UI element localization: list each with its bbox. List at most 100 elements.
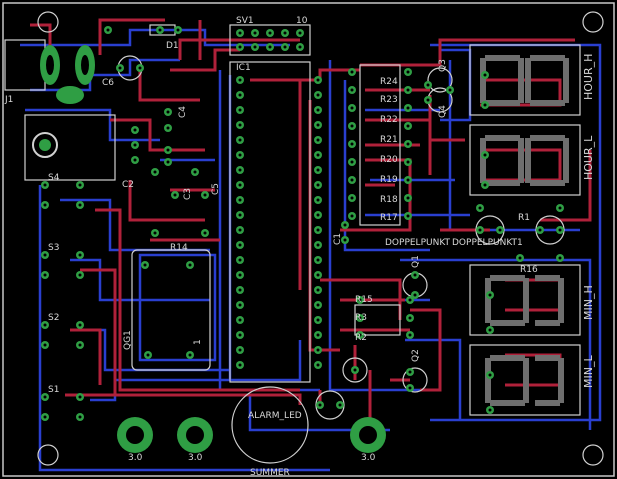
label-s2: S2 <box>48 313 59 323</box>
pad-hole <box>118 66 122 70</box>
pad-hole <box>343 238 347 242</box>
pad-hole <box>268 45 272 49</box>
pad-hole <box>316 318 320 322</box>
pad-hole <box>350 178 354 182</box>
pad-hole <box>488 373 492 377</box>
pad-hole <box>408 298 412 302</box>
digit-hour-l-segments <box>480 135 569 186</box>
pad-hole <box>406 196 410 200</box>
c1-outline <box>342 357 368 383</box>
pad-hole <box>43 273 47 277</box>
pad-hole <box>316 303 320 307</box>
silkscreen-labels: SV1 10 D1 IC1 J1 C6 C4 C2 C3 C5 C1 S4 S3… <box>4 16 595 478</box>
digit-min-l-segments <box>485 355 564 406</box>
pad-hole <box>166 110 170 114</box>
label-doppelpunkt1: DOPPELPUNKT1 <box>452 238 523 248</box>
pad-hole <box>238 198 242 202</box>
summer-outline <box>231 386 309 464</box>
pad-hole <box>316 288 320 292</box>
pad-hole <box>238 273 242 277</box>
pad-hole <box>238 31 242 35</box>
label-hole2: 3.0 <box>188 453 203 463</box>
label-r19: R19 <box>380 175 398 185</box>
pad-hole <box>408 316 412 320</box>
pad-hole <box>166 126 170 130</box>
pad-hole <box>238 333 242 337</box>
label-ic1: IC1 <box>236 63 251 73</box>
pad-hole <box>238 258 242 262</box>
pad-hole <box>483 103 487 107</box>
pad-hole <box>203 193 207 197</box>
pad-hole <box>298 45 302 49</box>
pad-hole <box>173 193 177 197</box>
pad-hole <box>558 228 562 232</box>
label-c6: C6 <box>102 78 114 88</box>
pad-hole <box>253 45 257 49</box>
label-hour-l: HOUR_L <box>582 135 595 180</box>
pad-hole <box>268 31 272 35</box>
pad-hole <box>316 108 320 112</box>
label-s4: S4 <box>48 173 60 183</box>
pad-hole <box>408 370 412 374</box>
pad-hole <box>238 108 242 112</box>
pad-hole <box>316 213 320 217</box>
label-alarm-led: ALARM_LED <box>248 411 302 421</box>
pad-hole <box>106 28 110 32</box>
pad-hole <box>238 123 242 127</box>
pad-hole <box>238 213 242 217</box>
label-s1: S1 <box>48 385 59 395</box>
pad-hole <box>298 31 302 35</box>
pad-hole <box>558 206 562 210</box>
pad-hole <box>283 31 287 35</box>
pad-hole <box>408 333 412 337</box>
label-r24: R24 <box>380 77 398 87</box>
large-pad-holes <box>46 55 377 444</box>
pad-hole <box>316 243 320 247</box>
small-pads <box>41 26 564 421</box>
pad-hole <box>43 323 47 327</box>
pad-hole <box>133 158 137 162</box>
pad-hole <box>188 263 192 267</box>
pad-hole <box>350 196 354 200</box>
pad-hole <box>238 138 242 142</box>
label-r17: R17 <box>380 213 398 223</box>
label-c4: C4 <box>178 106 188 118</box>
label-doppelpunkt: DOPPELPUNKT <box>385 238 451 248</box>
pad-hole <box>316 78 320 82</box>
pad-hole <box>238 303 242 307</box>
pad-hole <box>143 263 147 267</box>
pad-hole <box>78 395 82 399</box>
pad-hole <box>448 88 452 92</box>
label-qg1: QG1 <box>123 330 133 350</box>
pad-hole <box>488 408 492 412</box>
digit-hour-h-segments <box>480 55 569 106</box>
pad-hole <box>153 170 157 174</box>
pad-hole <box>483 73 487 77</box>
pad-hole <box>316 93 320 97</box>
label-r14: R14 <box>170 243 188 253</box>
pad-hole <box>43 253 47 257</box>
pad-hole <box>498 228 502 232</box>
pad-hole <box>316 348 320 352</box>
pad-hole <box>338 403 342 407</box>
pad-hole <box>483 153 487 157</box>
regulator-heatsink <box>32 132 58 158</box>
pad-hole <box>43 203 47 207</box>
pad-hole <box>253 31 257 35</box>
pad-hole <box>538 228 542 232</box>
label-hour-h: HOUR_H <box>582 54 595 100</box>
pad-hole <box>316 153 320 157</box>
pad-hole <box>488 293 492 297</box>
pad-hole <box>238 78 242 82</box>
pad-hole <box>488 328 492 332</box>
pad-hole <box>350 70 354 74</box>
pad-hole <box>78 343 82 347</box>
pad-hole <box>146 353 150 357</box>
pad-hole <box>316 183 320 187</box>
pad-hole <box>318 403 322 407</box>
label-r16: R16 <box>520 265 538 275</box>
pad-hole <box>316 258 320 262</box>
pad-hole <box>406 178 410 182</box>
pad-hole <box>78 415 82 419</box>
